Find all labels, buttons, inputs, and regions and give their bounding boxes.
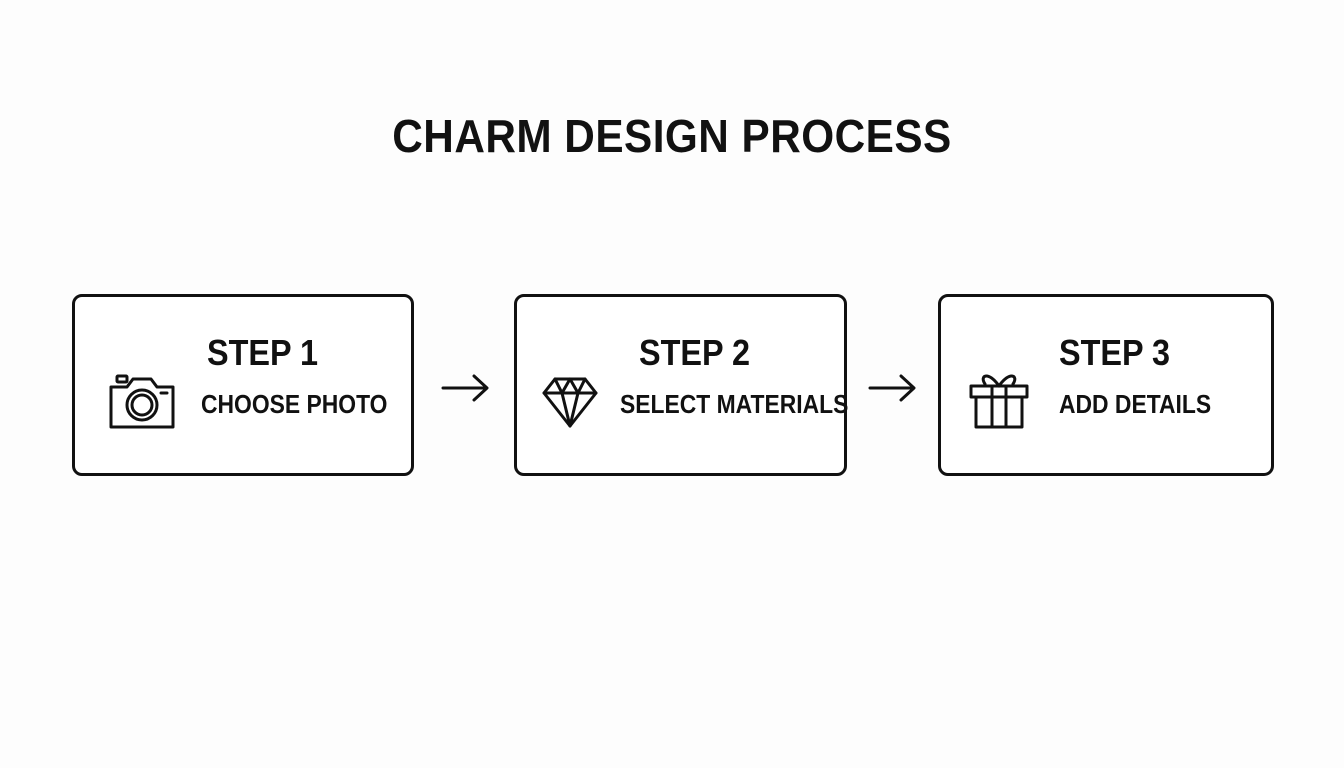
arrow-right-icon	[868, 374, 916, 402]
step-1-label: CHOOSE PHOTO	[201, 389, 388, 419]
step-3-box: STEP 3 ADD DETAILS	[938, 294, 1274, 476]
step-2-heading: STEP 2	[639, 332, 751, 373]
step-2-box: STEP 2 SELECT MATERIALS	[514, 294, 849, 476]
camera-icon	[109, 374, 175, 429]
step-2-label: SELECT MATERIALS	[620, 389, 849, 419]
arrow-right-icon	[441, 374, 489, 402]
step-3-label: ADD DETAILS	[1059, 389, 1212, 419]
step-1-box: STEP 1 CHOOSE PHOTO	[72, 294, 414, 476]
diamond-icon	[542, 377, 598, 428]
step-3-heading: STEP 3	[1059, 332, 1171, 373]
diagram-title: CHARM DESIGN PROCESS	[392, 110, 952, 162]
gift-icon	[969, 374, 1029, 429]
step-1-heading: STEP 1	[207, 332, 319, 373]
